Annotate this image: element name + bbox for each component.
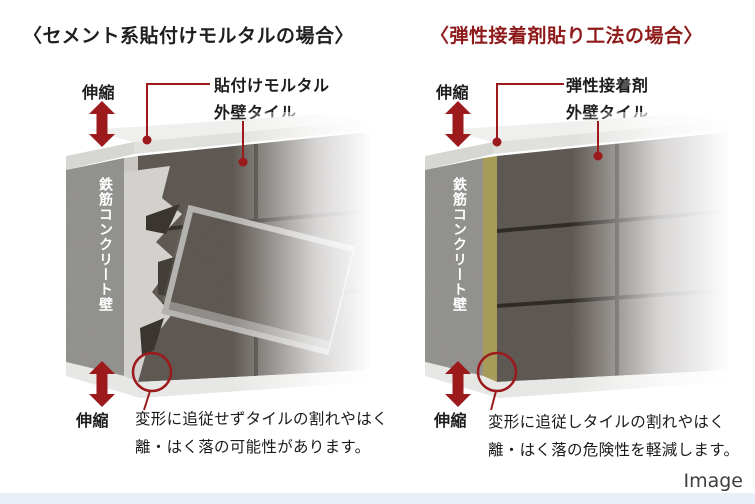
caption-line-1: 変形に追従しタイルの割れやはく [488, 413, 726, 431]
image-watermark: Image [683, 470, 743, 492]
mortar-label: 貼付けモルタル [214, 76, 330, 95]
adhesive-label: 弾性接着剤 [566, 76, 649, 95]
adhesive-layer [483, 156, 497, 382]
crack-shadow-1 [146, 204, 180, 234]
caption-line-1: 変形に追従せずタイルの割れやはく [135, 410, 388, 428]
crack-shadow-3 [140, 318, 164, 356]
concrete-texture [425, 158, 483, 376]
bottom-strip [0, 493, 755, 504]
wall-illustration-damaged [66, 112, 372, 404]
caption-line-2: 離・はく落の危険性を軽減します。 [488, 440, 740, 459]
cap-front-left [425, 142, 493, 170]
cap-front-left [66, 142, 134, 170]
expansion-label-top: 伸縮 [436, 83, 470, 102]
expansion-label-bottom: 伸縮 [76, 411, 110, 430]
panel-cement-mortar: 〈セメント系貼付けモルタルの場合〉 [0, 0, 388, 492]
expansion-label-top: 伸縮 [82, 83, 116, 102]
wall-vertical-label: 鉄筋コンクリート壁 [97, 177, 113, 312]
panel-title-elastic: 〈弾性接着剤貼り工法の場合〉 [429, 25, 703, 47]
concrete-texture [66, 158, 124, 376]
caption-line-2: 離・はく落の可能性があります。 [135, 437, 371, 456]
caption-elastic: 変形に追従しタイルの割れやはく 離・はく落の危険性を軽減します。 [488, 409, 739, 465]
panel-title-cement: 〈セメント系貼付けモルタルの場合〉 [22, 25, 355, 47]
expansion-label-bottom: 伸縮 [434, 411, 468, 430]
wall-vertical-label: 鉄筋コンクリート壁 [451, 177, 467, 312]
white-fade [232, 112, 372, 404]
panel-elastic-adhesive: 〈弾性接着剤貼り工法の場合〉 [378, 0, 755, 492]
white-fade [571, 112, 731, 404]
wall-illustration-intact [425, 112, 731, 404]
caption-cement: 変形に追従せずタイルの割れやはく 離・はく落の可能性があります。 [135, 406, 388, 462]
